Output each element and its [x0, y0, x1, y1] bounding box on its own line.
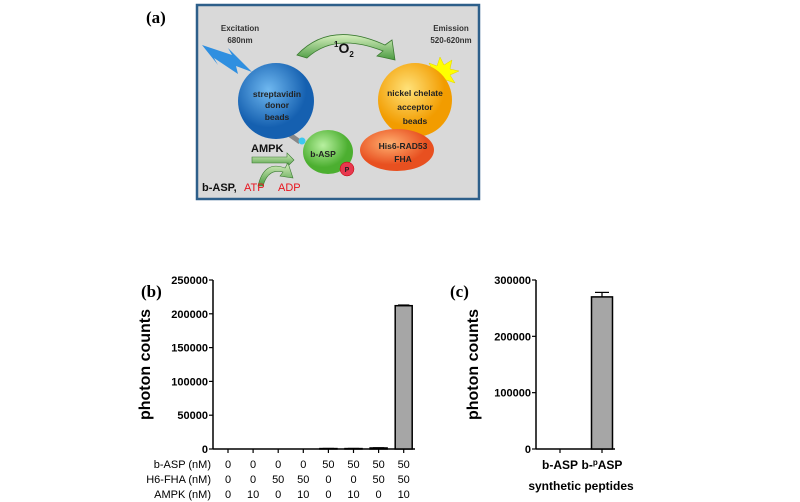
panel-label-a: (a)	[146, 8, 166, 27]
fha-label-2: FHA	[394, 154, 411, 164]
lightning-icon	[202, 45, 252, 74]
x-axis-label: synthetic peptides	[528, 479, 634, 493]
excitation-label: Excitation	[221, 24, 259, 33]
excitation-wavelength: 680nm	[227, 36, 252, 45]
condition-value: 0	[376, 489, 382, 501]
y-tick-label: 200000	[171, 309, 208, 321]
donor-label-2: donor	[265, 100, 290, 110]
panel-label-b: (b)	[141, 282, 162, 301]
basp-peptide	[303, 130, 353, 174]
panel-label-c: (c)	[450, 282, 469, 301]
y-tick-label: 0	[525, 444, 531, 456]
condition-value: 10	[347, 489, 359, 501]
alphascreen-diagram: Excitation 680nm Emission 520-620nm 1O2 …	[195, 3, 481, 201]
emission-wavelength: 520-620nm	[430, 36, 471, 45]
y-tick-label: 200000	[494, 331, 531, 343]
donor-label-3: beads	[265, 112, 290, 122]
condition-value: 10	[297, 489, 309, 501]
y-axis-label: photon counts	[137, 309, 154, 420]
condition-value: 0	[325, 474, 331, 486]
acceptor-bead	[378, 63, 452, 137]
y-tick-label: 100000	[171, 376, 208, 388]
condition-row-label: H6-FHA (nM)	[146, 474, 211, 486]
acceptor-label-1: nickel chelate	[387, 88, 443, 98]
acceptor-label-3: beads	[403, 116, 428, 126]
biotin-dot	[298, 137, 306, 145]
ampk-arrow	[251, 152, 295, 168]
condition-value: 50	[347, 459, 359, 471]
condition-value: 50	[372, 459, 384, 471]
chart-c: 0 100000 200000 300000 photon counts b-ASP b-p…	[465, 275, 634, 493]
adp-label: ADP	[278, 182, 301, 194]
condition-value: 0	[225, 459, 231, 471]
fha-label-1: His6-RAD53	[379, 141, 428, 151]
y-tick-label: 250000	[171, 275, 208, 287]
substrate-label: b-ASP,	[202, 182, 237, 194]
y-tick-label: 0	[202, 444, 208, 456]
condition-value: 0	[325, 489, 331, 501]
condition-row-label: AMPK (nM)	[154, 489, 211, 501]
condition-value: 0	[225, 489, 231, 501]
atp-label: ATP	[244, 182, 265, 194]
condition-value: 50	[372, 474, 384, 486]
condition-value: 10	[398, 489, 410, 501]
x-tick-label: b-ASP	[542, 458, 578, 472]
emission-label: Emission	[433, 24, 469, 33]
y-tick-label: 50000	[177, 410, 208, 422]
y-tick-label: 150000	[171, 343, 208, 355]
singlet-oxygen-label: 1O2	[334, 40, 354, 59]
x-tick-label: b-pASP	[582, 458, 623, 472]
phospho-label: P	[345, 167, 350, 174]
condition-value: 0	[350, 474, 356, 486]
condition-value: 50	[322, 459, 334, 471]
condition-value: 10	[247, 489, 259, 501]
condition-value: 50	[297, 474, 309, 486]
atp-adp-arrow	[257, 162, 294, 187]
condition-value: 0	[225, 474, 231, 486]
y-axis-label: photon counts	[465, 309, 482, 420]
condition-value: 0	[275, 459, 281, 471]
fha-protein	[360, 129, 434, 171]
acceptor-label-2: acceptor	[397, 102, 433, 112]
basp-label: b-ASP	[310, 149, 336, 159]
condition-value: 50	[398, 459, 410, 471]
bar	[394, 304, 413, 450]
condition-value: 0	[300, 459, 306, 471]
condition-value: 0	[275, 489, 281, 501]
bar	[590, 296, 614, 450]
y-tick-label: 300000	[494, 275, 531, 287]
condition-value: 50	[272, 474, 284, 486]
donor-label-1: streptavidin	[253, 89, 301, 99]
oxygen-transfer-arrow	[296, 34, 396, 61]
donor-bead	[238, 63, 314, 139]
condition-value: 0	[250, 459, 256, 471]
y-tick-label: 100000	[494, 388, 531, 400]
condition-value: 0	[250, 474, 256, 486]
condition-value: 50	[398, 474, 410, 486]
phospho-group	[339, 161, 355, 177]
condition-row-label: b-ASP (nM)	[154, 459, 211, 471]
ampk-label: AMPK	[251, 143, 283, 155]
